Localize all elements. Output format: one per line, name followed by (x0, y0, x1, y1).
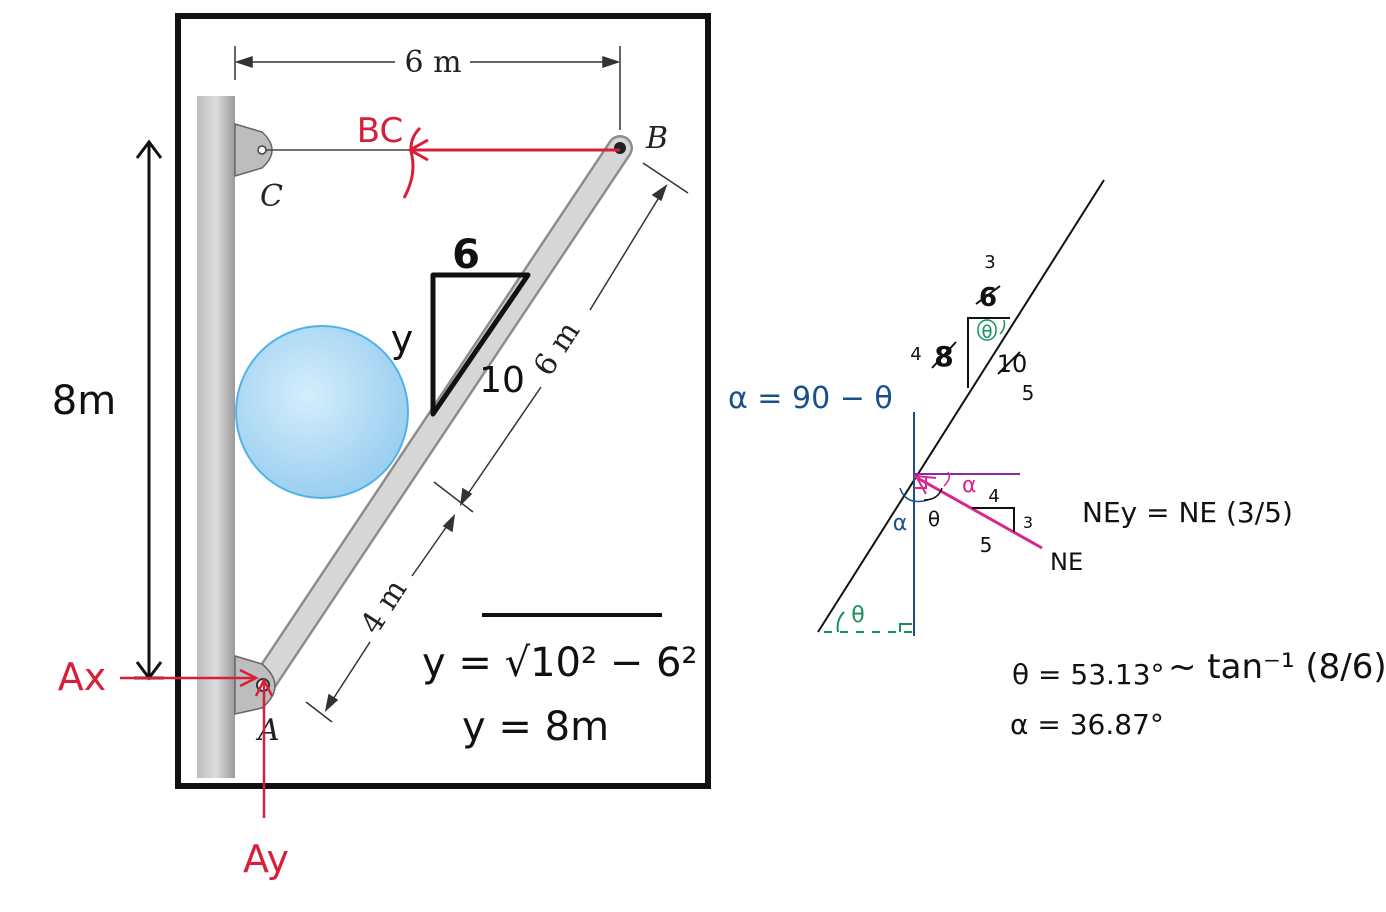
ne-arrow-head (914, 474, 937, 495)
ax-force-arrow (120, 668, 259, 688)
force-tri-right: 3 (1023, 513, 1033, 532)
bracket-c (234, 122, 273, 178)
small-tri-hyp-new: 5 (1022, 381, 1035, 405)
ney-equation: NEy = NE (3/5) (1082, 496, 1293, 529)
force-tri-hyp: 5 (980, 533, 993, 557)
top-dim-label: 6 m (404, 45, 461, 80)
tan-expression: ~ tan⁻¹ (8/6) (1168, 647, 1386, 687)
label-b: B (645, 121, 668, 156)
sphere (235, 325, 409, 499)
top-dimension (234, 46, 621, 130)
incline-line (817, 179, 1105, 633)
contact-alpha-top: α (962, 473, 977, 498)
ax-force-label: Ax (58, 655, 106, 699)
ne-force-line (913, 474, 1043, 550)
height-label: 8m (52, 378, 116, 424)
ne-label: NE (1050, 548, 1083, 576)
bc-force-arrow (402, 126, 620, 199)
contact-alpha-left: α (893, 511, 908, 536)
bc-force-label: BC (357, 111, 403, 151)
equation-1: y = √10² − 6² (422, 640, 697, 686)
base-right-angle (899, 623, 912, 632)
label-a: A (255, 713, 280, 748)
small-tri-top-new: 3 (984, 252, 995, 273)
contact-theta: θ (928, 507, 940, 531)
figure-frame (175, 13, 711, 789)
equation-2: y = 8m (462, 704, 609, 750)
wall (197, 96, 235, 778)
height-arrow (134, 139, 164, 681)
contact-right-angle (914, 476, 927, 489)
small-tri-left-old: 8 (934, 340, 953, 373)
small-tri-top-old: 6 (979, 283, 997, 313)
base-angle-arc (836, 611, 845, 633)
small-tri-angle: θ (981, 322, 992, 343)
force-tri-top: 4 (988, 486, 999, 507)
triangle-side-label: y (391, 317, 414, 361)
alpha-value: α = 36.87° (1010, 708, 1164, 741)
base-theta: θ (851, 603, 864, 628)
contact-arc-blue (899, 487, 929, 503)
geometry-triangle (430, 272, 531, 417)
ay-force-arrow (254, 677, 274, 818)
triangle-hyp-label: 10 (479, 360, 525, 401)
small-tri-hyp-old: 10 (997, 350, 1028, 378)
alpha-relation: α = 90 − θ (728, 381, 893, 416)
rod-dimension (305, 162, 689, 723)
ay-force-label: Ay (243, 837, 289, 881)
force-triangle (972, 507, 1015, 532)
label-c: C (260, 179, 283, 214)
triangle-top-label: 6 (452, 232, 480, 278)
dim-6m-label: 6 m (527, 315, 587, 382)
pin-b (614, 142, 626, 154)
dim-4m-label: 4 m (354, 573, 414, 640)
small-triangle (967, 317, 1010, 388)
small-tri-left-new: 4 (910, 344, 921, 365)
theta-value: θ = 53.13° (1012, 658, 1165, 691)
